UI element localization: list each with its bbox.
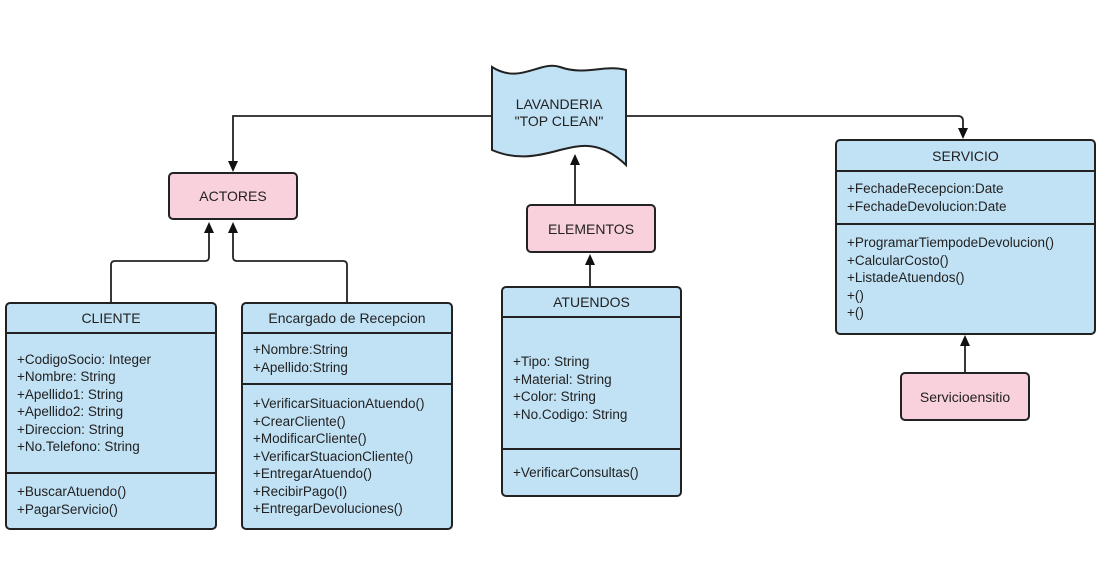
lavanderia-label: LAVANDERIA "TOP CLEAN" bbox=[492, 96, 626, 130]
arrowhead bbox=[570, 154, 580, 165]
attribute: +Apellido2: String bbox=[17, 404, 124, 419]
class-cliente-methods: +BuscarAtuendo() +PagarServicio() bbox=[7, 474, 215, 528]
attribute: +Tipo: String bbox=[513, 354, 590, 369]
method: +PagarServicio() bbox=[17, 501, 118, 517]
attribute: +No.Telefono: String bbox=[17, 439, 140, 454]
attribute: +Color: String bbox=[513, 389, 596, 404]
actores-node[interactable]: ACTORES bbox=[168, 172, 298, 220]
link-root-servicio bbox=[626, 115, 964, 129]
method: +VerificarConsultas() bbox=[513, 464, 639, 480]
method: +CalcularCosto() bbox=[847, 252, 949, 268]
arrowhead bbox=[585, 254, 595, 265]
attribute: +Nombre: String bbox=[17, 369, 116, 384]
attribute: +Direccion: String bbox=[17, 421, 124, 437]
method: +ProgramarTiempodeDevolucion() bbox=[847, 235, 1054, 250]
class-encargado-methods: +VerificarSituacionAtuendo() +CrearClien… bbox=[243, 385, 451, 528]
method: +() bbox=[847, 287, 864, 303]
method: +() bbox=[847, 305, 864, 320]
arrowhead bbox=[958, 128, 968, 139]
attribute: +Nombre:String bbox=[253, 342, 348, 357]
attribute: +Material: String bbox=[513, 371, 612, 387]
servicioensitio-label: Servicioensitio bbox=[919, 388, 1011, 405]
method: +CrearCliente() bbox=[253, 413, 346, 429]
elementos-label: ELEMENTOS bbox=[547, 220, 635, 237]
arrowhead bbox=[228, 161, 238, 172]
class-servicio-methods: +ProgramarTiempodeDevolucion() +Calcular… bbox=[837, 225, 1094, 333]
elementos-node[interactable]: ELEMENTOS bbox=[526, 204, 656, 253]
class-servicio-attributes: +FechadeRecepcion:Date +FechadeDevolucio… bbox=[837, 172, 1094, 225]
class-servicio[interactable]: SERVICIO +FechadeRecepcion:Date +Fechade… bbox=[835, 139, 1096, 335]
attribute: +No.Codigo: String bbox=[513, 406, 628, 422]
method: +RecibirPago(I) bbox=[253, 483, 348, 499]
lavanderia-line2: "TOP CLEAN" bbox=[514, 113, 604, 129]
lavanderia-document-shape bbox=[491, 64, 627, 168]
attribute: +CodigoSocio: Integer bbox=[17, 351, 151, 367]
method: +VerificarStuacionCliente() bbox=[253, 448, 414, 464]
class-atuendos[interactable]: ATUENDOS +Tipo: String +Material: String… bbox=[501, 286, 682, 497]
class-encargado-attributes: +Nombre:String +Apellido:String bbox=[243, 334, 451, 385]
arrowhead bbox=[228, 222, 238, 233]
arrowhead bbox=[204, 222, 214, 233]
method: +ModificarCliente() bbox=[253, 431, 367, 446]
class-encargado-name: Encargado de Recepcion bbox=[243, 304, 451, 334]
attribute: +Apellido:String bbox=[253, 359, 348, 375]
class-cliente-attributes: +CodigoSocio: Integer +Nombre: String +A… bbox=[7, 334, 215, 474]
link-encargado-actores bbox=[232, 231, 348, 302]
method: +BuscarAtuendo() bbox=[17, 484, 127, 499]
attribute: +FechadeDevolucion:Date bbox=[847, 198, 1007, 214]
attribute: +FechadeRecepcion:Date bbox=[847, 181, 1004, 196]
method: +ListadeAtuendos() bbox=[847, 270, 965, 285]
class-atuendos-name: ATUENDOS bbox=[503, 288, 680, 318]
class-cliente-name: CLIENTE bbox=[7, 304, 215, 334]
method: +EntregarDevoluciones() bbox=[253, 501, 403, 516]
method: +VerificarSituacionAtuendo() bbox=[253, 396, 425, 411]
servicioensitio-node[interactable]: Servicioensitio bbox=[900, 372, 1030, 421]
class-servicio-name: SERVICIO bbox=[837, 141, 1094, 172]
link-cliente-actores bbox=[110, 231, 210, 302]
link-root-actores bbox=[232, 115, 492, 162]
class-atuendos-methods: +VerificarConsultas() bbox=[503, 450, 680, 495]
arrowhead bbox=[960, 335, 970, 346]
actores-label: ACTORES bbox=[199, 188, 267, 204]
class-encargado[interactable]: Encargado de Recepcion +Nombre:String +A… bbox=[241, 302, 453, 530]
class-atuendos-attributes: +Tipo: String +Material: String +Color: … bbox=[503, 318, 680, 450]
method: +EntregarAtuendo() bbox=[253, 466, 372, 481]
class-cliente[interactable]: CLIENTE +CodigoSocio: Integer +Nombre: S… bbox=[5, 302, 217, 530]
attribute: +Apellido1: String bbox=[17, 386, 124, 402]
lavanderia-line1: LAVANDERIA bbox=[515, 96, 603, 112]
